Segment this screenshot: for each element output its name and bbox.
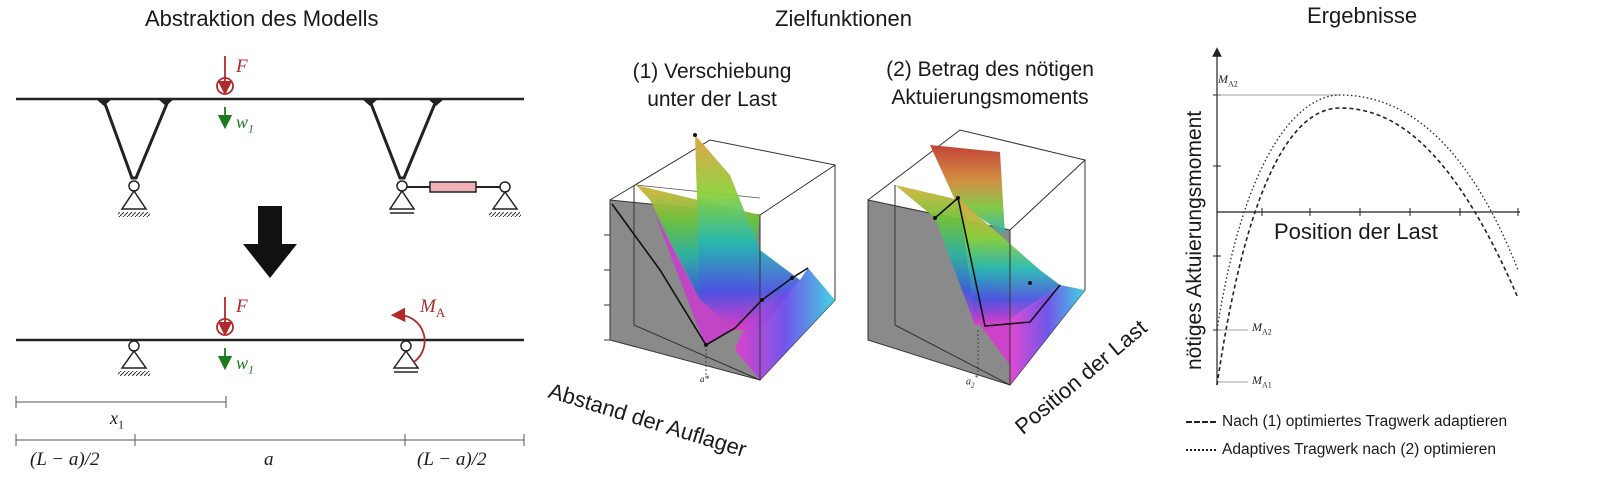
objective-2-title-line2: Aktuierungsmoments (891, 86, 1089, 109)
force-label-top-text: F (236, 56, 248, 77)
tick-label-a-star: a* (700, 374, 709, 384)
tick-label-a2-star-sub: 2 (971, 381, 975, 390)
upper-truss-structure (16, 97, 524, 217)
dim-left-label: (L − a)/2 (30, 449, 100, 470)
mark-bot-label: MA1 (1252, 373, 1272, 389)
objective-2-title: (2) Betrag des nötigen Aktuierungsmoment… (860, 56, 1120, 112)
results-y-axis-label: nötiges Aktuierungsmoment (1183, 110, 1206, 370)
x1-label-sub: 1 (118, 417, 124, 432)
tick-label-a2-star: a2* (966, 374, 978, 389)
x1-label-text: x (110, 408, 118, 428)
moment-label: MA (420, 296, 445, 321)
lower-beam-model (15, 338, 525, 446)
x1-label: x1 (110, 408, 124, 433)
displacement-label-top: w1 (236, 112, 254, 137)
dim-right-label: (L − a)/2 (417, 449, 487, 470)
force-label-bottom: F (236, 296, 248, 318)
dashed-curve (1216, 107, 1519, 386)
results-panel-title: Ergebnisse (1307, 3, 1418, 28)
force-label-bottom-text: F (236, 296, 248, 317)
objective-1-title-line1: (1) Verschiebung (632, 60, 792, 83)
moment-label-sub: A (435, 304, 446, 320)
mark-bot-sub: A1 (1262, 380, 1272, 390)
legend-dashed-text: Nach (1) optimiertes Tragwerk adaptieren (1222, 413, 1508, 430)
mark-mid-sub: A2 (1262, 327, 1272, 337)
mark-mid-text: M (1252, 320, 1262, 334)
objectives-panel-title: Zielfunktionen (775, 6, 912, 31)
results-graph (1212, 47, 1520, 386)
transformation-arrow (243, 206, 297, 278)
dim-mid-label: a (264, 449, 274, 470)
displacement-label-bottom: w1 (236, 353, 254, 378)
dotted-curve (1216, 94, 1519, 331)
legend-dashed: Nach (1) optimiertes Tragwerk adaptieren (1186, 413, 1507, 431)
displacement-label-top-text: w (236, 112, 249, 132)
mark-bot-text: M (1252, 373, 1262, 387)
moment-label-text: M (420, 296, 436, 317)
legend-dashed-swatch (1186, 420, 1216, 423)
lower-load-symbol (216, 297, 426, 371)
tick-label-a2-star-sup: * (974, 374, 979, 382)
objective-1-title: (1) Verschiebung unter der Last (612, 58, 812, 114)
mark-mid-label: MA2 (1252, 320, 1272, 336)
objective-1-title-line2: unter der Last (647, 88, 777, 111)
actuator-element (429, 181, 477, 193)
legend-dotted-text: Adaptives Tragwerk nach (2) optimieren (1222, 441, 1496, 458)
displacement-label-bottom-sub: 1 (248, 362, 255, 377)
upper-load-symbol (216, 56, 234, 130)
force-label-top: F (236, 56, 248, 78)
surface-plot-2 (867, 129, 1087, 386)
surface-plot-1 (604, 133, 837, 381)
displacement-label-bottom-text: w (236, 353, 249, 373)
mark-top-sub: A2 (1228, 79, 1238, 89)
results-x-axis-label: Position der Last (1274, 219, 1438, 244)
model-panel-title: Abstraktion des Modells (145, 6, 379, 31)
legend-dotted-swatch (1186, 448, 1216, 451)
objective-2-title-line1: (2) Betrag des nötigen (886, 58, 1094, 81)
mark-top-text: M (1218, 72, 1228, 86)
tick-label-a2-star-text: a (966, 376, 971, 388)
displacement-label-top-sub: 1 (248, 121, 255, 136)
mark-top-label: MA2 (1218, 72, 1238, 88)
legend-dotted: Adaptives Tragwerk nach (2) optimieren (1186, 441, 1496, 459)
